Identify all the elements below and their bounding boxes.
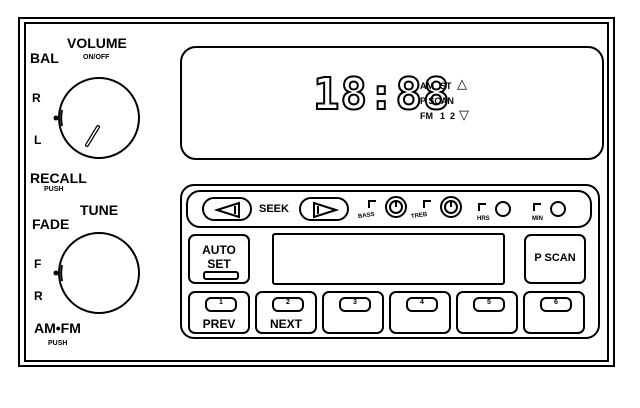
minutes-label: MIN	[532, 216, 543, 222]
seek-back-button[interactable]	[202, 197, 252, 221]
fm2-indicator: 2	[450, 111, 456, 121]
radio-faceplate-inner	[24, 22, 609, 362]
am-indicator: AM	[420, 81, 434, 91]
preset-2-label: NEXT	[269, 317, 302, 331]
tune-knob[interactable]	[40, 228, 150, 328]
treble-knob[interactable]	[420, 194, 470, 224]
left-triangle-icon	[213, 201, 240, 219]
preset-3-pill: 3	[339, 297, 371, 312]
balance-left-label: L	[34, 133, 42, 147]
onoff-label: ON/OFF	[83, 54, 110, 61]
preset-6-number: 6	[554, 299, 558, 306]
auto-set-bar	[203, 271, 239, 280]
tune-label: TUNE	[80, 202, 119, 218]
lcd-display	[180, 46, 604, 160]
preset-1-pill: 1	[205, 297, 237, 312]
pscan-button[interactable]: P SCAN	[524, 234, 586, 284]
preset-4-button[interactable]: 4	[389, 291, 451, 334]
preset-2-pill: 2	[272, 297, 304, 312]
seek-forward-button[interactable]	[299, 197, 349, 221]
hours-button[interactable]	[475, 197, 520, 222]
auto-set-button[interactable]: AUTO SET	[188, 234, 250, 284]
balance-label: BAL	[30, 50, 59, 66]
pscan-indicator: P SCAN	[420, 96, 454, 106]
auto-label: AUTO	[202, 243, 236, 257]
amfm-label: AM•FM	[34, 320, 81, 336]
preset-6-button[interactable]: 6	[523, 291, 585, 334]
clock-digits: 18:88	[312, 69, 451, 121]
preset-6-pill: 6	[540, 297, 572, 312]
balance-right-label: R	[32, 91, 41, 105]
recall-label: RECALL	[30, 170, 87, 186]
preset-2-button[interactable]: 2 NEXT	[255, 291, 317, 334]
volume-knob[interactable]	[40, 70, 150, 170]
bass-knob[interactable]	[365, 194, 415, 224]
preset-1-button[interactable]: 1 PREV	[188, 291, 250, 334]
control-strip	[186, 190, 592, 228]
fm-indicator: FM	[420, 111, 433, 121]
up-arrow-icon: △	[457, 76, 467, 91]
minutes-button[interactable]	[530, 197, 575, 222]
preset-1-number: 1	[219, 299, 223, 306]
cassette-slot	[272, 233, 505, 285]
down-arrow-icon: ▽	[459, 107, 469, 122]
right-triangle-icon	[313, 201, 340, 219]
preset-1-label: PREV	[202, 317, 236, 331]
fm1-indicator: 1	[440, 111, 446, 121]
hours-label: HRS	[477, 216, 490, 222]
preset-2-number: 2	[286, 299, 290, 306]
recall-push-label: PUSH	[44, 186, 64, 193]
preset-5-number: 5	[487, 299, 491, 306]
set-label: SET	[207, 257, 231, 271]
amfm-push-label: PUSH	[48, 340, 68, 347]
control-panel	[180, 184, 600, 339]
seek-label: SEEK	[259, 203, 289, 215]
preset-4-number: 4	[420, 299, 424, 306]
preset-3-number: 3	[353, 299, 357, 306]
volume-label: VOLUME	[67, 35, 127, 51]
pscan-label: P SCAN	[534, 252, 576, 264]
fade-label: FADE	[32, 216, 70, 232]
preset-4-pill: 4	[406, 297, 438, 312]
fade-front-label: F	[34, 257, 42, 271]
fade-rear-label: R	[34, 289, 43, 303]
preset-5-button[interactable]: 5	[456, 291, 518, 334]
stereo-indicator: ST	[440, 81, 452, 91]
preset-3-button[interactable]: 3	[322, 291, 384, 334]
preset-5-pill: 5	[473, 297, 505, 312]
radio-faceplate	[18, 17, 615, 367]
